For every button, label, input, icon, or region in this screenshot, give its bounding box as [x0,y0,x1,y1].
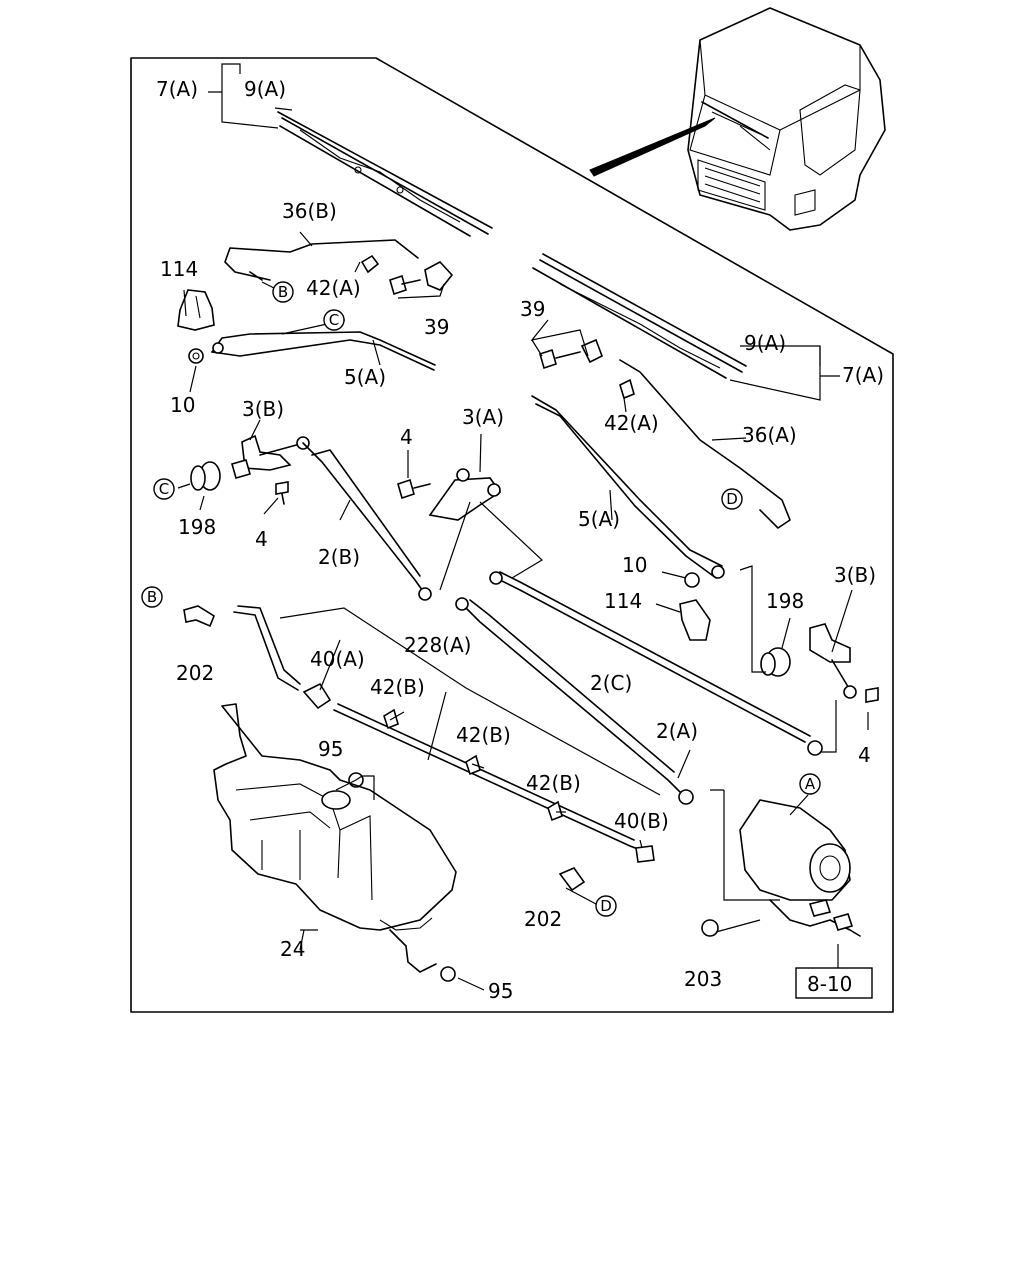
svg-text:D: D [600,897,612,915]
label-39-right: 39 [520,297,545,321]
washer-hose-36a [619,359,791,529]
label-198-left: 198 [178,515,216,539]
label-40b: 40(B) [614,809,669,833]
label-2c: 2(C) [590,671,632,695]
nut-95-bottom [440,966,456,982]
label-95-bottom: 95 [488,979,513,1003]
nut-203 [701,919,719,937]
callout-b-left: B [141,586,163,608]
label-42b-1: 42(B) [370,675,425,699]
label-4-left: 4 [255,527,268,551]
grommet-198-left [190,461,221,491]
wiper-motor [739,799,861,937]
label-198-right: 198 [766,589,804,613]
pivot-3b-left [231,434,310,479]
label-2b: 2(B) [318,545,360,569]
clip-42b-3 [547,800,563,822]
label-4-mid: 4 [400,425,413,449]
label-9a-right: 9(A) [744,331,786,355]
clip-42b-2 [465,754,481,776]
label-202-right: 202 [524,907,562,931]
label-42a-left: 42(A) [306,276,361,300]
washer-hose-36b [224,239,419,281]
label-36a: 36(A) [742,423,797,447]
link-2c [495,577,806,743]
label-10-left: 10 [170,393,195,417]
wiper-blade-right [532,253,747,379]
link-2b [302,442,426,595]
label-4-right: 4 [858,743,871,767]
leader-lines [177,63,869,991]
label-24: 24 [280,937,305,961]
label-42b-2: 42(B) [456,723,511,747]
label-39-left: 39 [424,315,449,339]
callout-c-top: C [323,309,345,331]
label-3b-left: 3(B) [242,397,284,421]
label-7a-right: 7(A) [842,363,884,387]
label-42a-right: 42(A) [604,411,659,435]
label-10-right: 10 [622,553,647,577]
nozzle-39-right [539,338,604,370]
label-5a-left: 5(A) [344,365,386,389]
svg-text:B: B [278,283,288,301]
clip-42a-left [360,254,380,274]
callout-d-bottom: D [595,895,617,917]
reference-box: 8-10 [795,967,873,999]
connector-40b [635,845,655,863]
label-40a: 40(A) [310,647,365,671]
label-203: 203 [684,967,722,991]
elbow-202-right [558,867,586,892]
label-2a: 2(A) [656,719,698,743]
label-114-left: 114 [160,257,198,281]
callout-b-top: B [272,281,294,303]
wiper-arm-left [211,331,436,371]
svg-text:A: A [805,775,816,793]
callout-a-motor: A [799,773,821,795]
svg-text:D: D [726,490,738,508]
label-114-right: 114 [604,589,642,613]
label-42b-3: 42(B) [526,771,581,795]
svg-text:C: C [159,480,169,498]
elbow-202-left [183,605,301,691]
label-7a-top: 7(A) [156,77,198,101]
callout-c-left: C [153,478,175,500]
label-3b-right: 3(B) [834,563,876,587]
label-9a-top: 9(A) [244,77,286,101]
clip-42a-right [619,378,635,400]
pivot-3a-center [397,468,502,521]
svg-text:B: B [147,588,157,606]
nut-10-right [684,572,700,588]
nozzle-39-left [389,261,454,296]
label-36b: 36(B) [282,199,337,223]
label-228a: 228(A) [404,633,471,657]
diagram-frame [130,57,894,1013]
wiper-arm-right [531,395,725,579]
label-3a: 3(A) [462,405,504,429]
svg-text:C: C [329,311,339,329]
reference-box-label: 8-10 [807,972,852,996]
nut-10-left [188,348,204,364]
label-95-top: 95 [318,737,343,761]
truck-cab-illustration [589,7,886,231]
bolt-4-left [275,481,289,505]
cap-114-right [679,599,711,641]
part-labels: 7(A) 9(A) 36(B) 114 42(A) 39 5(A) 10 3(B… [156,77,884,1003]
washer-tank-24 [213,703,457,973]
cap-114-left [177,289,215,331]
callout-d-right: D [721,488,743,510]
pivot-3b-right [760,623,879,703]
label-5a-right: 5(A) [578,507,620,531]
label-202-left: 202 [176,661,214,685]
link-2a [461,603,685,797]
wiper-blade-top [277,111,493,237]
joint-40a [302,682,332,710]
